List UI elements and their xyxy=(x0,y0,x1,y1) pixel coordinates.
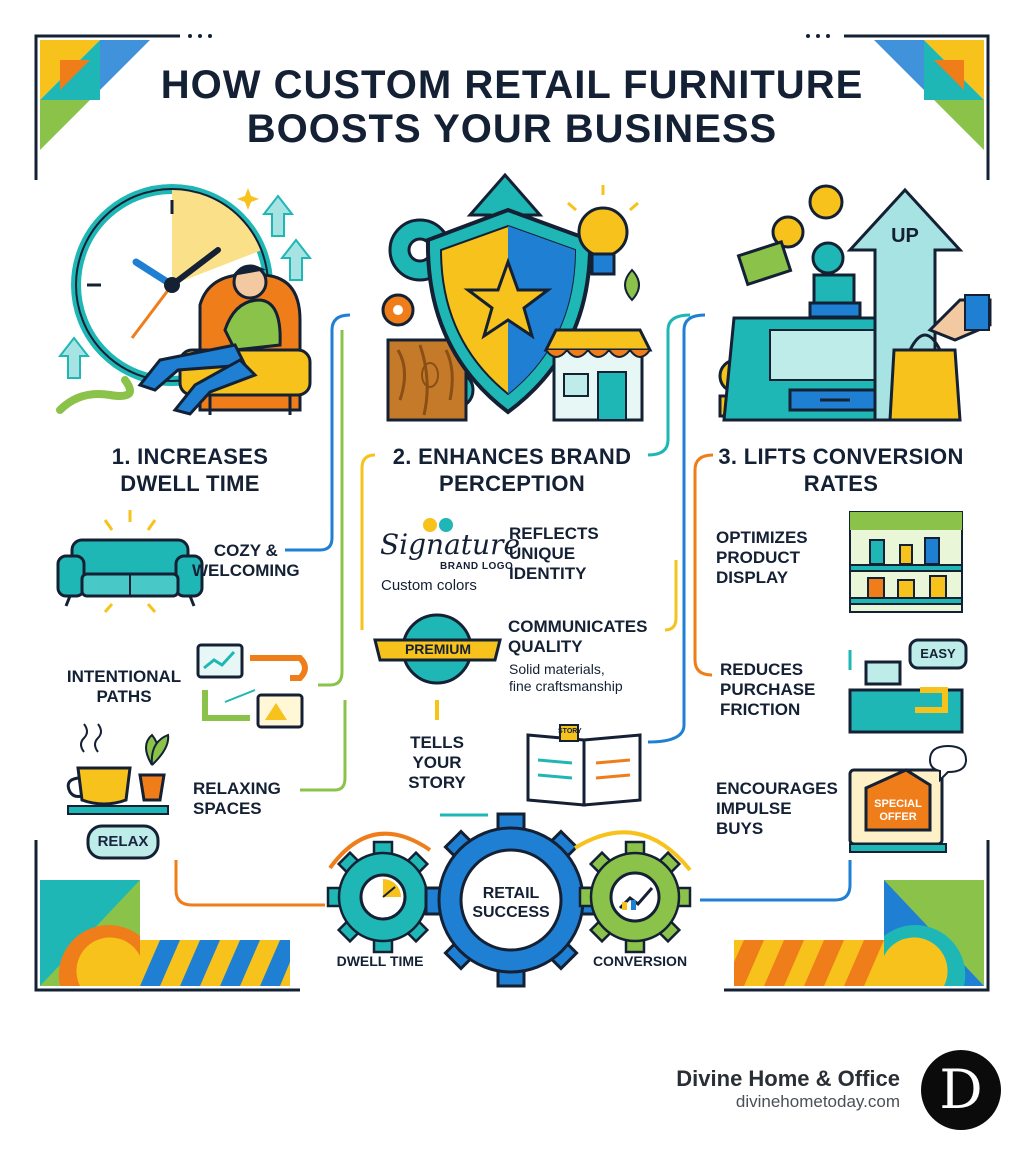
corner-decoration-top-left xyxy=(34,34,212,180)
corner-decoration-top-right xyxy=(806,34,990,180)
shield-star-icon xyxy=(425,207,593,415)
gear-dwell-time-label: DWELL TIME xyxy=(336,953,424,969)
item-reflects-identity: REFLECTS UNIQUE IDENTITY xyxy=(509,524,599,584)
corner-decoration-bottom-left xyxy=(34,840,300,992)
item-communicates-quality: COMMUNICATES QUALITY xyxy=(508,617,647,657)
item-cozy-welcoming-line-2: WELCOMING xyxy=(192,561,300,580)
gear-dwell-time xyxy=(326,840,440,954)
footer-logo-letter: D xyxy=(939,1058,983,1121)
path-swirl-icon xyxy=(56,376,134,414)
item-reflects-identity-line-3: IDENTITY xyxy=(509,564,587,583)
item-intentional-paths-line-2: PATHS xyxy=(96,687,152,706)
item-relaxing-spaces-line-2: SPACES xyxy=(193,799,262,818)
special-offer-line-1: SPECIAL xyxy=(874,798,922,810)
item-reduces-friction-line-1: REDUCES xyxy=(720,660,804,679)
item-tells-story-line-3: STORY xyxy=(408,773,466,792)
item-intentional-paths-line-1: INTENTIONAL xyxy=(66,667,182,686)
relax-badge: RELAX xyxy=(97,833,149,850)
gear-conversion-label: CONVERSION xyxy=(592,953,688,969)
special-offer-tag-icon xyxy=(848,744,968,853)
up-arrow-label: UP xyxy=(891,225,919,247)
product-shelf-icon xyxy=(849,511,963,613)
corner-decoration-bottom-right xyxy=(724,840,990,992)
quality-detail: Solid materials, fine craftsmanship xyxy=(509,661,623,695)
item-encourages-impulse-line-1: ENCOURAGES xyxy=(716,779,838,798)
shopping-bag-icon xyxy=(888,294,992,422)
column-2-heading: 2. ENHANCES BRAND PERCEPTION xyxy=(372,443,652,497)
storefront-icon xyxy=(543,328,653,422)
gear-retail-success-line-2: SUCCESS xyxy=(472,904,550,921)
item-communicates-quality-line-2: QUALITY xyxy=(508,637,583,656)
column-3-heading: 3. LIFTS CONVERSION RATES xyxy=(700,443,982,497)
gear-conversion xyxy=(578,840,692,954)
item-reduces-friction: REDUCES PURCHASE FRICTION xyxy=(720,660,815,720)
footer-website[interactable]: divinehometoday.com xyxy=(735,1092,900,1111)
premium-badge-label: PREMIUM xyxy=(404,641,472,657)
divine-logo-icon xyxy=(921,1050,1001,1130)
item-relaxing-spaces-line-1: RELAXING xyxy=(193,779,281,798)
custom-colors-caption: Custom colors xyxy=(381,577,477,594)
item-tells-story-line-1: TELLS xyxy=(410,733,464,752)
person-in-armchair-icon xyxy=(137,264,312,416)
item-encourages-impulse-line-2: IMPULSE xyxy=(716,799,792,818)
item-encourages-impulse-line-3: BUYS xyxy=(716,819,764,838)
flow-connectors xyxy=(174,313,852,907)
sparkle-icon xyxy=(237,188,259,210)
cash-register-icon xyxy=(722,240,902,422)
open-book-icon xyxy=(526,724,642,807)
item-reduces-friction-line-2: PURCHASE xyxy=(720,680,816,699)
column-3-heading-line-2: RATES xyxy=(803,471,879,496)
special-offer-tag: SPECIAL OFFER xyxy=(866,798,930,824)
item-reflects-identity-line-2: UNIQUE xyxy=(509,544,576,563)
item-optimizes-display-line-2: PRODUCT xyxy=(716,548,801,567)
lightbulb-icon xyxy=(567,185,639,276)
gear-arcs xyxy=(328,830,692,872)
item-reflects-identity-line-1: REFLECTS xyxy=(509,524,599,543)
checkout-counter-icon xyxy=(848,638,968,734)
item-optimizes-display-line-3: DISPLAY xyxy=(716,568,789,587)
leaf-icon xyxy=(624,268,640,302)
item-intentional-paths: INTENTIONAL PATHS xyxy=(60,667,188,707)
sofa-icon xyxy=(56,510,204,613)
item-tells-story: TELLS YOUR STORY xyxy=(390,733,484,793)
up-arrows-icon xyxy=(57,194,313,379)
item-optimizes-display-line-1: OPTIMIZES xyxy=(716,528,808,547)
column-1-heading-line-2: DWELL TIME xyxy=(120,471,260,496)
column-2-heading-line-1: 2. ENHANCES BRAND xyxy=(392,444,632,469)
gear-retail-success-line-1: RETAIL xyxy=(482,885,540,902)
footer-brand-name: Divine Home & Office xyxy=(676,1066,900,1091)
item-cozy-welcoming: COZY & WELCOMING xyxy=(192,541,300,581)
item-communicates-quality-line-1: COMMUNICATES xyxy=(508,617,648,636)
item-reduces-friction-line-3: FRICTION xyxy=(720,700,801,719)
item-relaxing-spaces: RELAXING SPACES xyxy=(193,779,281,819)
quality-detail-line-2: fine craftsmanship xyxy=(509,678,623,694)
relax-badge-shape xyxy=(86,824,160,860)
gear-retail-success-label: RETAIL SUCCESS xyxy=(461,884,561,922)
item-tells-story-line-2: YOUR xyxy=(412,753,462,772)
quality-detail-line-1: Solid materials, xyxy=(509,661,605,677)
column-2-heading-line-2: PERCEPTION xyxy=(438,471,586,496)
page-title-line-1: HOW CUSTOM RETAIL FURNITURE xyxy=(160,63,864,107)
coffee-cup-icon xyxy=(66,723,169,815)
item-encourages-impulse: ENCOURAGES IMPULSE BUYS xyxy=(716,779,838,839)
column-1-heading: 1. INCREASES DWELL TIME xyxy=(70,443,310,497)
story-book-label: STORY xyxy=(558,728,582,735)
screens-arrows-icon xyxy=(196,643,308,729)
special-offer-line-2: OFFER xyxy=(879,811,917,823)
easy-badge: EASY xyxy=(920,646,956,661)
brand-logo-script: Signature xyxy=(380,528,521,561)
plant-icon xyxy=(138,733,170,802)
column-1-heading-line-1: 1. INCREASES xyxy=(111,444,269,469)
item-cozy-welcoming-line-1: COZY & xyxy=(213,541,278,560)
item-optimizes-display: OPTIMIZES PRODUCT DISPLAY xyxy=(716,528,808,588)
brand-logo-subtitle: BRAND LOGO xyxy=(440,561,514,572)
premium-badge-icon xyxy=(373,613,502,685)
column-3-heading-line-1: 3. LIFTS CONVERSION xyxy=(718,444,964,469)
page-title-line-2: BOOSTS YOUR BUSINESS xyxy=(246,107,778,151)
brand-logo-dots xyxy=(423,518,453,532)
